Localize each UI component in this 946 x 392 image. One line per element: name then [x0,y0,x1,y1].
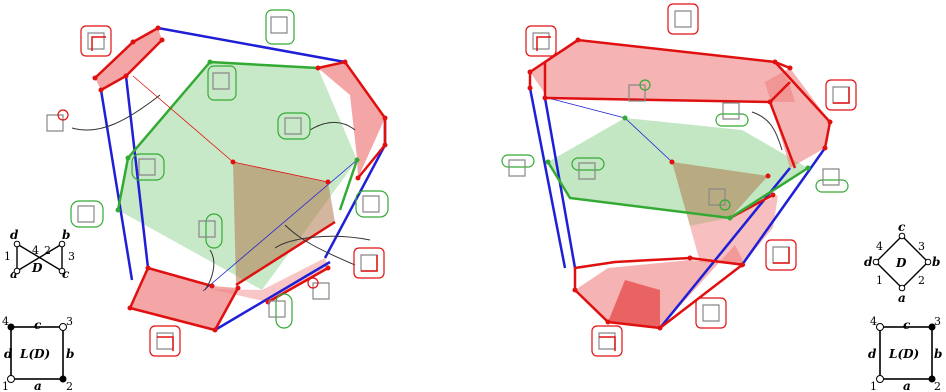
LD-c3: 3 [934,315,941,328]
brown-face [233,162,335,285]
mini-graph [131,153,165,181]
LD-c1: 1 [870,380,877,392]
mini-graph [591,325,623,357]
mini-graph [667,3,699,35]
mini-graphs-left [46,9,389,357]
LD-title: L(D) [19,347,50,361]
label-D: D [895,256,907,270]
label-3: 3 [918,240,925,253]
mini-graph [307,277,330,300]
mini-graph [265,9,295,45]
vertices [92,25,388,333]
label-D: D [31,261,43,275]
mini-graph [268,293,293,329]
LD-c3: 3 [66,315,73,328]
pointer-arrows [71,94,371,291]
label-3: 3 [68,250,75,263]
mini-graph [815,168,849,193]
label-d: d [10,228,19,242]
label-2: 2 [44,244,51,257]
mini-graphs-right [501,3,857,357]
LD-c1: 1 [2,380,9,392]
green-edges [546,161,809,220]
pointer-arrows [751,111,783,151]
line-digraph-LD-left: L(D) c a d b 4 3 1 2 [2,315,74,392]
right-polytope [527,37,833,331]
label-1: 1 [876,274,883,287]
mini-graph [353,247,385,279]
digraph-D-right: c a d b D 4 3 1 2 [864,220,940,305]
right-legend: c a d b D 4 3 1 2 L(D) c a d b 4 3 1 2 [864,220,942,392]
red-face-lower-right [690,195,778,265]
LD-c4: 4 [870,315,877,328]
LD-bottom: a [34,379,42,392]
LD-top: c [34,318,42,332]
mini-graph [149,325,181,357]
LD-right: b [934,347,942,361]
mini-graph [207,65,237,101]
mini-graph [525,25,557,57]
mini-graph [715,102,749,127]
label-b: b [932,255,940,269]
mini-graph [825,79,857,111]
mini-graph [628,79,651,102]
LD-left: d [4,347,13,361]
mini-graph [765,239,797,271]
LD-c2: 2 [66,380,73,392]
mini-graph [708,188,731,211]
LD-c4: 4 [2,315,9,328]
mini-graph [571,157,605,180]
thin-edges [132,75,329,183]
mini-graph [501,154,535,177]
LD-top: c [903,318,911,332]
line-digraph-LD-right: L(D) c a d b 4 3 1 2 [868,315,942,392]
label-a: a [10,267,18,281]
label-c: c [898,220,906,234]
LD-bottom: a [903,379,911,392]
mini-graph [80,25,112,57]
red-face-right [318,62,385,178]
red-face-top [530,40,795,102]
mini-graph [70,200,104,228]
LD-c2: 2 [934,380,941,392]
red-face-bottom-dark [608,280,660,328]
vertices [527,37,833,331]
label-4: 4 [32,244,39,257]
mini-graph [695,297,727,329]
red-face-top-left [95,28,162,90]
label-c: c [62,267,70,281]
mini-graph [46,109,69,132]
brown-face [672,162,768,226]
LD-right: b [66,347,74,361]
label-b: b [62,228,70,242]
digraph-D-left: d b a c D 1 4 2 3 [4,228,75,281]
left-legend: d b a c D 1 4 2 3 L(D) c a d [2,228,75,392]
mini-graph [277,112,311,140]
label-1: 1 [4,250,11,263]
red-face-right [765,68,830,168]
label-a: a [898,291,906,305]
label-4: 4 [876,240,883,253]
red-face-bottom-right [210,258,328,302]
left-polytope [71,25,388,333]
LD-left: d [868,347,877,361]
mini-graph [355,190,389,218]
label-2: 2 [918,274,925,287]
mini-graph [198,213,223,249]
LD-title: L(D) [888,347,919,361]
label-d: d [864,255,873,269]
